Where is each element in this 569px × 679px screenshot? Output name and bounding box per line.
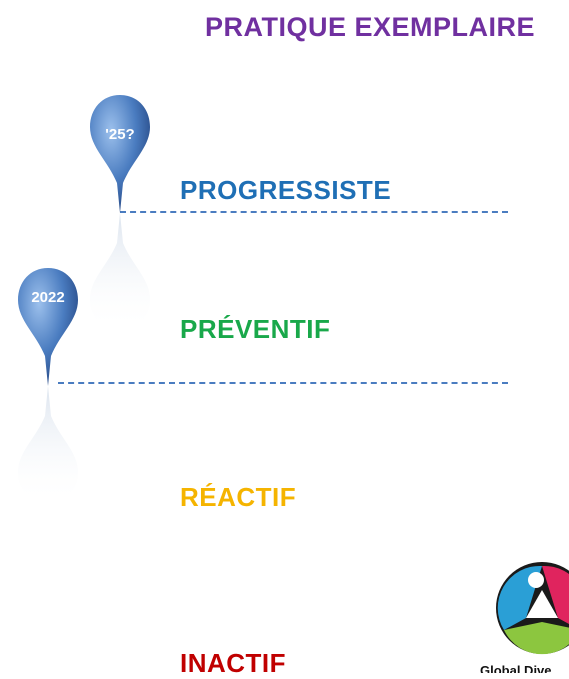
level-inactif: INACTIF: [180, 648, 287, 678]
marker-2022: 2022: [18, 268, 78, 504]
marker-2025-label: '25?: [105, 126, 134, 143]
divider-progressiste: [120, 211, 508, 213]
logo-mark-icon: [496, 562, 569, 655]
global-dive-logo: Global Dive: [476, 560, 569, 673]
divider-preventif: [58, 382, 508, 384]
marker-2025: '25?: [90, 95, 150, 331]
logo-text: Global Dive: [480, 663, 552, 673]
level-progressiste: PROGRESSISTE: [180, 175, 392, 205]
level-preventif: PRÉVENTIF: [180, 314, 331, 344]
level-reactif: RÉACTIF: [180, 482, 297, 512]
level-pratique-exemplaire: PRATIQUE EXEMPLAIRE: [205, 12, 536, 42]
marker-2022-label: 2022: [31, 289, 64, 306]
